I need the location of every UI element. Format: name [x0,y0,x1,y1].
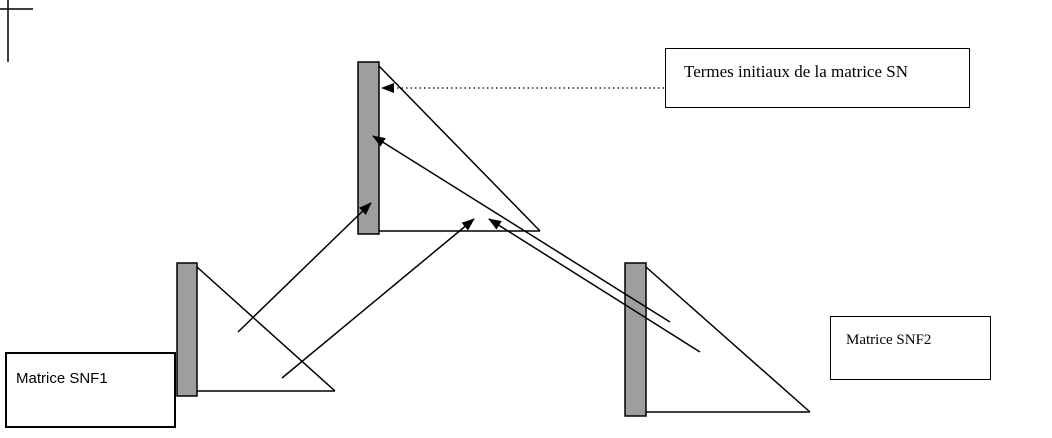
snf1-matrix-bar [176,262,198,397]
snf1-triangle-hypotenuse [196,266,336,392]
sn-label-box: Termes initiaux de la matrice SN [665,48,970,108]
sn-triangle-hypotenuse [378,65,541,232]
snf2-matrix-bar [624,262,647,417]
sn-matrix-bar [357,61,380,235]
snf1-label-box: Matrice SNF1 [5,352,176,428]
arrow-snf1-to-sn-bar [237,202,372,333]
snf2-label-box: Matrice SNF2 [830,316,991,380]
snf2-label-text: Matrice SNF2 [846,332,932,348]
arrow-snf1-to-sn-base [281,218,475,379]
arrow-snf2-to-sn-base [488,218,701,353]
sn-label-text: Termes initiaux de la matrice SN [684,62,908,81]
snf1-label-text: Matrice SNF1 [16,370,108,387]
arrow-snf2-to-sn-bar [372,135,671,323]
snf2-triangle-hypotenuse [645,266,811,413]
